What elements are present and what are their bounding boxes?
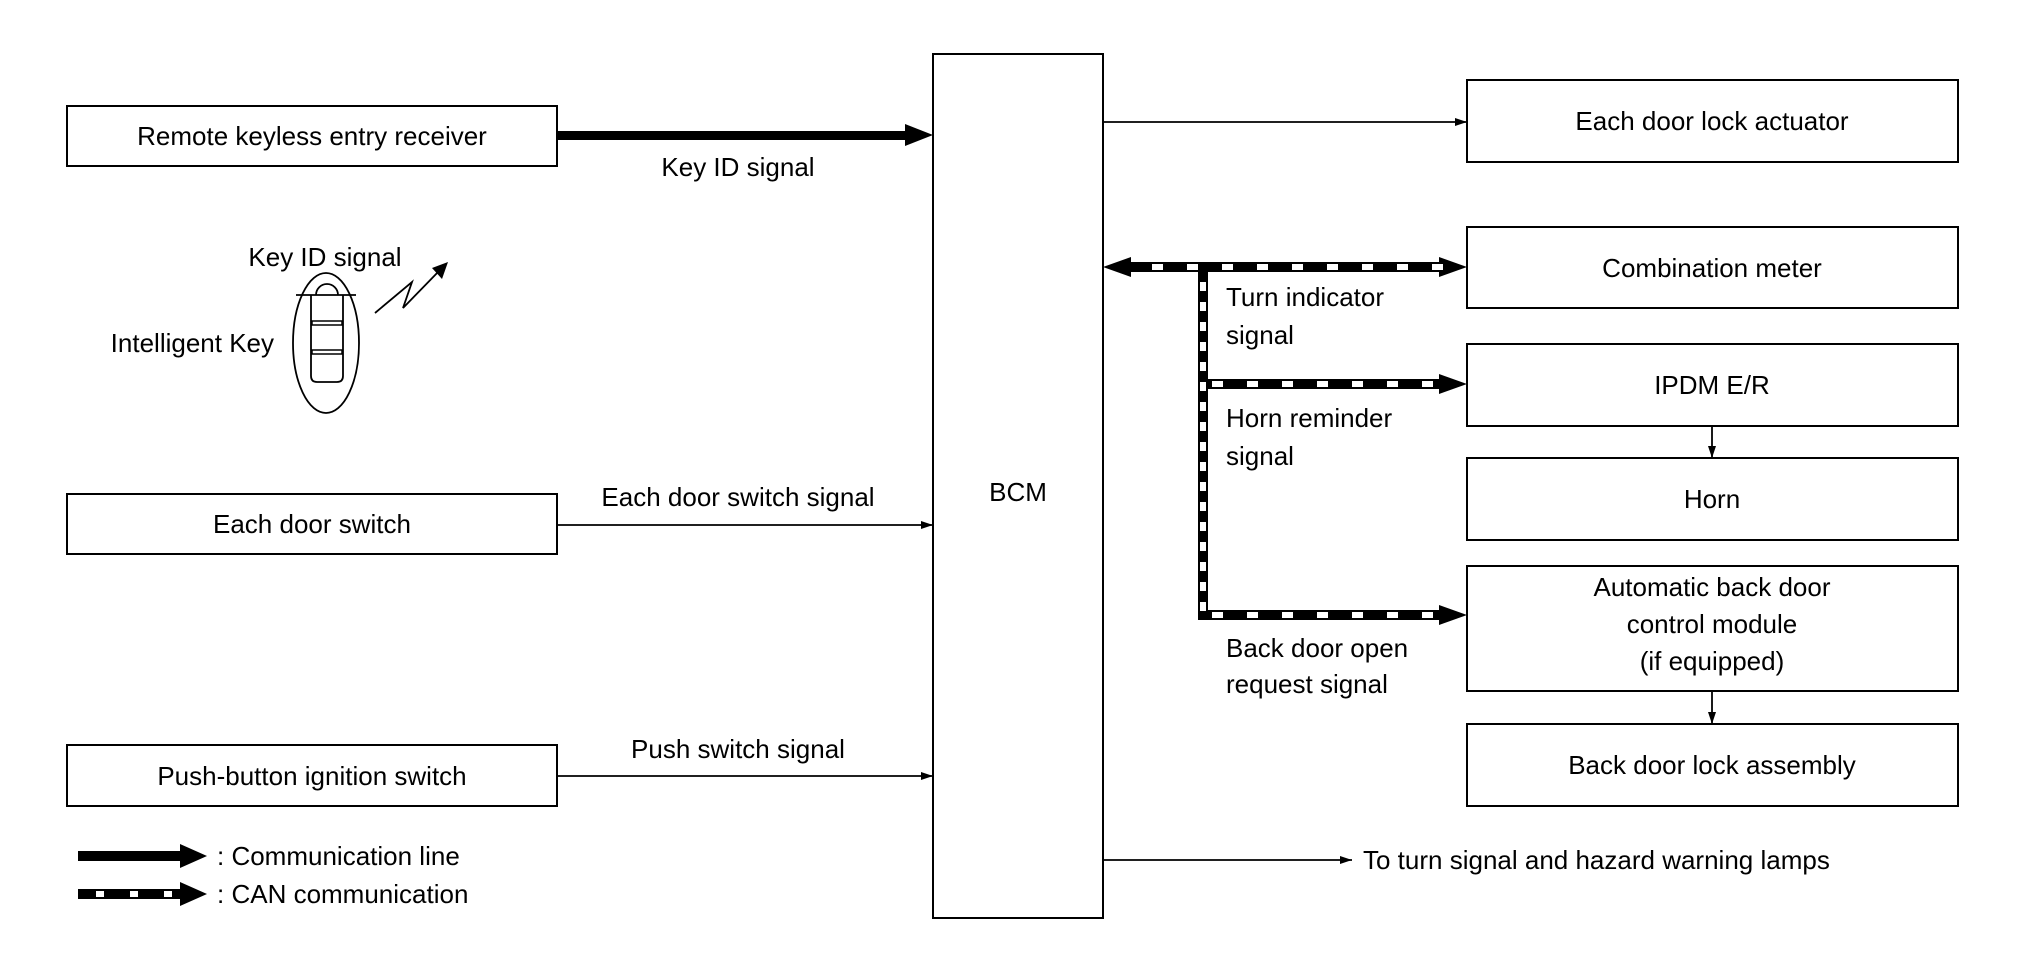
can-dash [1200, 382, 1206, 391]
can-dash [1212, 381, 1223, 387]
legend: : Communication line : CAN communication [78, 841, 468, 909]
bcm-box: BCM [932, 53, 1104, 919]
can-dash [1200, 462, 1206, 471]
can-dash [1212, 612, 1223, 618]
can-dash [1352, 381, 1363, 387]
door-switch-label: Each door switch [213, 509, 411, 539]
intelligent-key-icon [292, 272, 360, 414]
can-dash [1292, 264, 1303, 270]
can-dash [1422, 381, 1433, 387]
ipdm-er-box: IPDM E/R [1466, 343, 1959, 427]
push-switch-signal-label: Push switch signal [631, 734, 845, 764]
can-dash [1200, 362, 1206, 371]
horn-reminder-signal-label-line2: signal [1226, 441, 1294, 471]
ipdm-er-label: IPDM E/R [1654, 370, 1770, 400]
lamps-output-label: To turn signal and hazard warning lamps [1363, 845, 1830, 875]
combination-meter-box: Combination meter [1466, 226, 1959, 309]
can-dash [1200, 542, 1206, 551]
can-dash [1200, 422, 1206, 431]
automatic-back-door-label-line2: control module [1627, 609, 1798, 639]
automatic-back-door-module-box: Automatic back door control module (if e… [1466, 565, 1959, 692]
can-dash [1152, 264, 1163, 270]
back-door-lock-assembly-box: Back door lock assembly [1466, 723, 1959, 807]
combination-meter-label: Combination meter [1602, 253, 1822, 283]
turn-indicator-signal-label-line2: signal [1226, 320, 1294, 350]
back-door-open-signal-label-line1: Back door open [1226, 633, 1408, 663]
can-dash [1362, 264, 1373, 270]
legend-communication-line-label: : Communication line [217, 841, 460, 871]
can-dash [1282, 381, 1293, 387]
key-wireless-signal-label: Key ID signal [248, 242, 401, 272]
can-dash [1200, 522, 1206, 531]
can-bus-lines [1103, 257, 1467, 625]
door-lock-actuator-label: Each door lock actuator [1575, 106, 1848, 136]
back-door-open-signal-label-line2: request signal [1226, 669, 1388, 699]
can-dash [1327, 264, 1338, 270]
push-button-ignition-label: Push-button ignition switch [157, 761, 466, 791]
horn-reminder-signal-label-line1: Horn reminder [1226, 403, 1393, 433]
can-dash [1387, 381, 1398, 387]
intelligent-key-label: Intelligent Key [111, 328, 274, 358]
can-dash [1200, 442, 1206, 451]
arrowhead-icon [1439, 605, 1467, 625]
can-dash [1317, 612, 1328, 618]
rke-receiver-box: Remote keyless entry receiver [66, 105, 558, 167]
can-dash [1387, 612, 1398, 618]
can-dash [1317, 381, 1328, 387]
arrowhead-icon [1439, 257, 1467, 277]
push-button-ignition-box: Push-button ignition switch [66, 744, 558, 807]
door-switch-signal-line: Each door switch signal [557, 482, 933, 529]
arrowhead-icon [1103, 257, 1131, 277]
push-switch-signal-line: Push switch signal [557, 734, 933, 780]
can-dash [1432, 264, 1443, 270]
can-dash [1200, 302, 1206, 311]
can-dash [1247, 612, 1258, 618]
key-id-signal-label: Key ID signal [661, 152, 814, 182]
legend-can-communication-label: : CAN communication [217, 879, 468, 909]
can-dash [1200, 562, 1206, 571]
can-dash [1200, 502, 1206, 511]
automatic-back-door-label-line1: Automatic back door [1593, 572, 1830, 602]
door-switch-box: Each door switch [66, 493, 558, 555]
can-dash [1422, 612, 1433, 618]
wireless-signal-icon [374, 262, 448, 314]
can-dash [1200, 602, 1206, 611]
legend-communication-line-icon [78, 844, 207, 868]
can-dash [1200, 482, 1206, 491]
can-dash [1200, 582, 1206, 591]
horn-label: Horn [1684, 484, 1740, 514]
horn-box: Horn [1466, 457, 1959, 541]
back-door-lock-assembly-label: Back door lock assembly [1568, 750, 1856, 780]
can-dash [1200, 402, 1206, 411]
key-id-communication-line: Key ID signal [557, 124, 933, 182]
can-dash [1200, 342, 1206, 351]
can-dash [1222, 264, 1233, 270]
door-lock-actuator-box: Each door lock actuator [1466, 79, 1959, 163]
arrowhead-icon [905, 124, 933, 146]
automatic-back-door-label-line3: (if equipped) [1640, 646, 1785, 676]
can-dash [1247, 381, 1258, 387]
turn-indicator-signal-label-line1: Turn indicator [1226, 282, 1384, 312]
arrowhead-icon [1439, 374, 1467, 394]
can-dash [1187, 264, 1198, 270]
can-dash [1257, 264, 1268, 270]
can-dash [1282, 612, 1293, 618]
can-dash [1200, 322, 1206, 331]
door-switch-signal-label: Each door switch signal [601, 482, 874, 512]
legend-can-communication-icon [78, 882, 207, 906]
can-dash [1397, 264, 1408, 270]
can-dash [1352, 612, 1363, 618]
rke-receiver-label: Remote keyless entry receiver [137, 121, 487, 151]
bcm-label: BCM [989, 477, 1047, 507]
can-dash [1200, 282, 1206, 291]
